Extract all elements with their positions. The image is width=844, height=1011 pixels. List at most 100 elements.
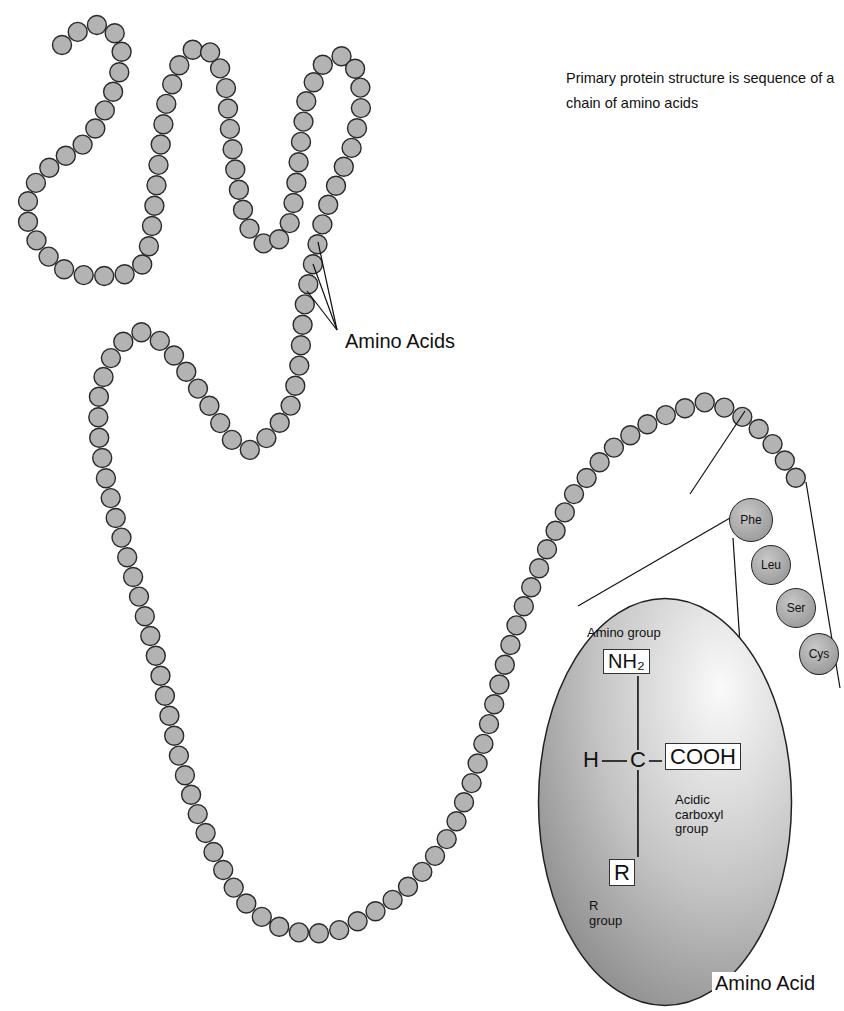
amino-acid-bead bbox=[220, 119, 239, 138]
zoom-line bbox=[578, 518, 730, 606]
amino-acid-bead bbox=[462, 774, 481, 793]
amino-acid-bead bbox=[399, 877, 418, 896]
amino-acid-bead bbox=[146, 646, 165, 665]
part-label: Amino Acid bbox=[712, 972, 818, 995]
amino-acid-bead bbox=[530, 559, 549, 578]
amino-acid-bead bbox=[676, 399, 695, 418]
amino-acid-bead bbox=[196, 824, 215, 843]
bond-line bbox=[649, 760, 662, 762]
amino-acid-bead bbox=[87, 16, 106, 35]
amino-acid-bead bbox=[284, 194, 303, 213]
amino-acid-bead bbox=[135, 607, 154, 626]
text-label: R group bbox=[589, 899, 635, 928]
amino-acid-bead bbox=[234, 200, 253, 219]
amino-acid-bead bbox=[309, 924, 328, 943]
bond-line bbox=[637, 676, 639, 750]
amino-acid-bead bbox=[214, 861, 233, 880]
residue-name: Leu bbox=[761, 558, 781, 572]
amino-acid-bead bbox=[175, 766, 194, 785]
amino-acid-bead bbox=[294, 112, 313, 131]
amino-acid-bead bbox=[546, 521, 565, 540]
amino-acid-bead bbox=[292, 132, 311, 151]
amino-acid-bead bbox=[229, 180, 248, 199]
amino-acid-bead bbox=[749, 420, 768, 439]
amino-acid-bead bbox=[775, 451, 794, 470]
amino-acid-bead bbox=[53, 36, 72, 55]
amino-acid-bead bbox=[86, 119, 105, 138]
residue-name: Ser bbox=[787, 601, 806, 615]
amino-acid-bead bbox=[169, 746, 188, 765]
amino-acid-bead bbox=[56, 146, 75, 165]
amino-acid-bead bbox=[270, 230, 289, 249]
amino-acid-bead bbox=[485, 695, 504, 714]
amino-acid-bead bbox=[226, 160, 245, 179]
amino-acid-bead bbox=[240, 440, 259, 459]
amino-acid-bead bbox=[211, 414, 230, 433]
amino-acid-bead bbox=[141, 627, 160, 646]
amino-acid-bead bbox=[490, 675, 509, 694]
atom-symbol: C bbox=[630, 747, 646, 773]
amino-acid-bead bbox=[522, 578, 541, 597]
amino-acid-bead bbox=[348, 912, 367, 931]
amino-acid-bead bbox=[293, 315, 312, 334]
bond-line bbox=[602, 760, 627, 762]
amino-acid-bead bbox=[240, 219, 259, 238]
amino-acid-bead bbox=[437, 830, 456, 849]
amino-acid-bead bbox=[40, 158, 59, 177]
amino-acid-bead bbox=[342, 138, 361, 157]
amino-acid-bead bbox=[96, 469, 115, 488]
amino-acid-bead bbox=[222, 430, 241, 449]
amino-acid-bead bbox=[163, 75, 182, 94]
text-label: Acidic carboxyl group bbox=[675, 793, 737, 837]
amino-acid-bead bbox=[114, 332, 133, 351]
amino-acid-bead bbox=[182, 785, 201, 804]
chemical-bonds bbox=[602, 676, 662, 857]
amino-acid-bead bbox=[291, 336, 310, 355]
amino-acid-bead bbox=[73, 135, 92, 154]
amino-acid-bead bbox=[183, 40, 202, 59]
amino-acid-bead bbox=[90, 428, 109, 447]
amino-acid-bead bbox=[39, 247, 58, 266]
amino-acid-bead bbox=[289, 153, 308, 172]
amino-acid-bead bbox=[130, 587, 149, 606]
amino-acid-bead bbox=[313, 55, 332, 74]
amino-acid-bead bbox=[555, 503, 574, 522]
amino-acid-bead bbox=[150, 331, 169, 350]
circle-outline bbox=[537, 597, 793, 1007]
amino-acid-bead bbox=[74, 266, 93, 285]
amino-acid-bead bbox=[299, 275, 318, 294]
amino-acid-bead bbox=[538, 540, 557, 559]
amino-acid-bead bbox=[165, 726, 184, 745]
amino-acid-bead bbox=[124, 568, 143, 587]
amino-acid-bead bbox=[577, 469, 596, 488]
amino-acid-bead bbox=[147, 176, 166, 195]
amino-acid-circle: Cys bbox=[799, 633, 839, 675]
amino-acid-chain bbox=[19, 16, 806, 943]
leader-line bbox=[307, 291, 337, 330]
amino-acid-bead bbox=[89, 408, 108, 427]
amino-acid-bead bbox=[105, 24, 124, 43]
amino-acid-bead bbox=[257, 429, 276, 448]
amino-acid-bead bbox=[280, 214, 299, 233]
amino-acid-bead bbox=[165, 346, 184, 365]
amino-acid-bead bbox=[621, 426, 640, 445]
amino-acid-bead bbox=[95, 267, 114, 286]
amino-acid-bead bbox=[297, 92, 316, 111]
amino-acid-bead bbox=[426, 846, 445, 865]
amino-acid-bead bbox=[133, 255, 152, 274]
amino-acid-bead bbox=[237, 894, 256, 913]
amino-acid-bead bbox=[695, 393, 714, 412]
amino-acid-bead bbox=[286, 376, 305, 395]
amino-acid-bead bbox=[211, 59, 230, 78]
amino-acid-bead bbox=[351, 99, 370, 118]
amino-acid-bead bbox=[413, 862, 432, 881]
residue-name: Phe bbox=[740, 513, 761, 527]
amino-acid-bead bbox=[313, 215, 332, 234]
amino-acid-bead bbox=[289, 923, 308, 942]
chemical-group: R bbox=[614, 860, 630, 885]
amino-acid-bead bbox=[330, 921, 349, 940]
amino-acid-bead bbox=[189, 379, 208, 398]
amino-acid-bead bbox=[319, 195, 338, 214]
chemical-group-box: NH₂ bbox=[603, 649, 650, 674]
amino-acid-bead bbox=[495, 655, 514, 674]
